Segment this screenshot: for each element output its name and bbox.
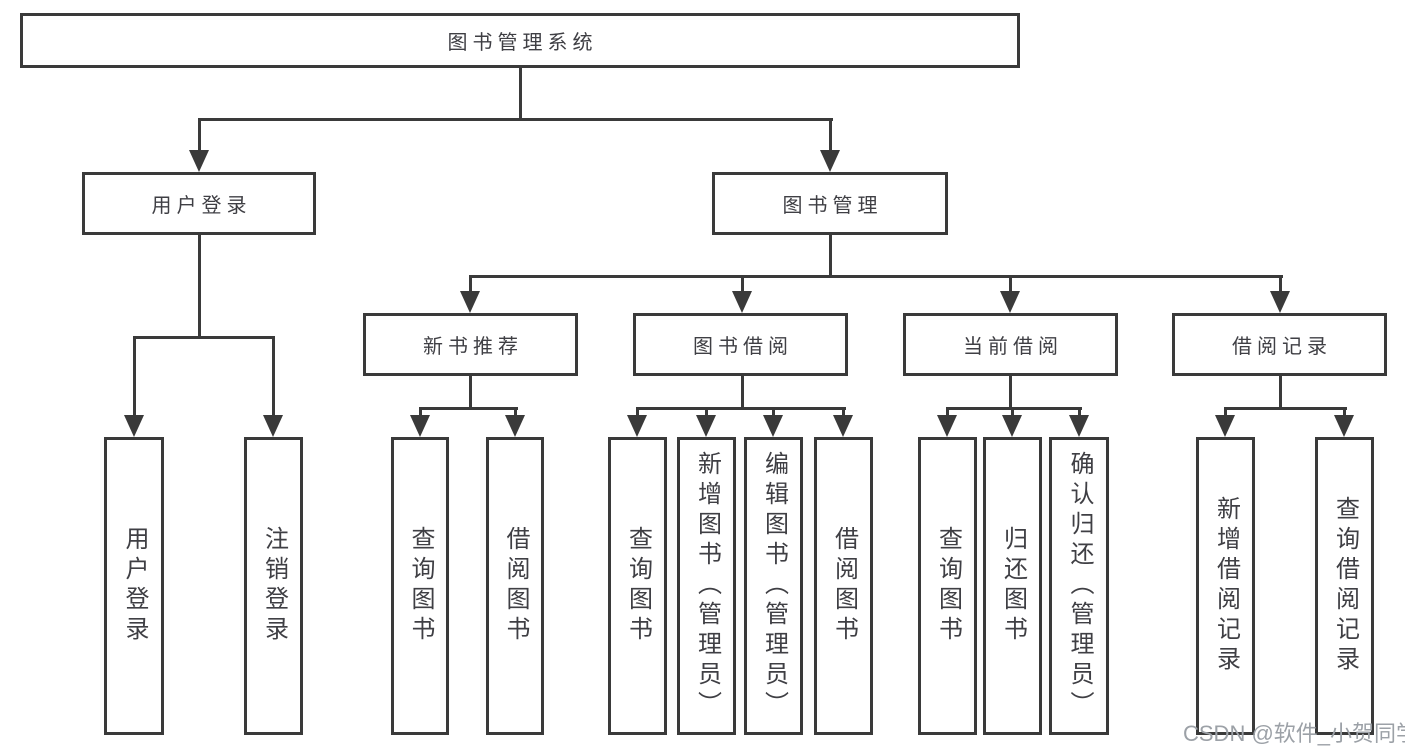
leaf-confirm-return-admin: 确认归还（管理员）: [1049, 437, 1109, 735]
connector-line: [1078, 407, 1081, 421]
leaf-query-books-borrow: 查询图书: [608, 437, 667, 735]
leaf-query-books-current-label: 查询图书: [934, 526, 962, 646]
arrow-down-icon: [833, 415, 853, 437]
arrow-down-icon: [1000, 291, 1020, 313]
connector-line: [1343, 407, 1346, 421]
node-book-borrow-label: 图书借阅: [693, 336, 793, 358]
connector-line: [636, 407, 639, 421]
node-current-borrow-label: 当前借阅: [963, 336, 1063, 358]
node-user-login: 用户登录: [82, 172, 316, 235]
connector-line: [133, 336, 136, 421]
connector-line: [1279, 275, 1282, 297]
leaf-query-books-recommend: 查询图书: [391, 437, 449, 735]
connector-line: [842, 407, 845, 421]
connector-line: [519, 68, 522, 121]
node-borrow-records: 借阅记录: [1172, 313, 1387, 376]
node-new-book-recommend: 新书推荐: [363, 313, 578, 376]
arrow-down-icon: [1215, 415, 1235, 437]
arrow-down-icon: [937, 415, 957, 437]
connector-line: [829, 118, 832, 156]
connector-line: [272, 336, 275, 421]
connector-line: [1224, 407, 1227, 421]
node-book-management: 图书管理: [712, 172, 948, 235]
connector-line: [946, 407, 949, 421]
csdn-watermark: CSDN @软件_小贺同学: [1183, 721, 1405, 746]
leaf-borrow-books: 借阅图书: [814, 437, 873, 735]
leaf-query-books-current: 查询图书: [918, 437, 977, 735]
leaf-add-book-admin-label: 新增图书（管理员）: [693, 451, 721, 721]
leaf-query-books-recommend-label: 查询图书: [407, 526, 434, 646]
leaf-edit-book-admin-label: 编辑图书（管理员）: [760, 451, 788, 721]
node-library-system-label: 图书管理系统: [447, 32, 598, 54]
leaf-query-borrow-record: 查询借阅记录: [1315, 437, 1374, 735]
connector-line: [1011, 407, 1014, 421]
arrow-down-icon: [696, 415, 716, 437]
connector-line: [1009, 275, 1012, 297]
connector-line: [705, 407, 708, 421]
arrow-down-icon: [1002, 415, 1022, 437]
arrow-down-icon: [1334, 415, 1354, 437]
arrow-down-icon: [763, 415, 783, 437]
leaf-logout: 注销登录: [244, 437, 303, 735]
node-user-login-label: 用户登录: [151, 195, 252, 217]
arrow-down-icon: [189, 150, 209, 172]
leaf-add-borrow-record-label: 新增借阅记录: [1212, 496, 1240, 676]
connector-line: [636, 407, 846, 410]
connector-line: [469, 376, 472, 410]
connector-line: [133, 336, 275, 339]
arrow-down-icon: [263, 415, 283, 437]
arrow-down-icon: [505, 415, 525, 437]
node-library-system: 图书管理系统: [20, 13, 1020, 68]
leaf-add-book-admin: 新增图书（管理员）: [677, 437, 736, 735]
arrow-down-icon: [1069, 415, 1089, 437]
connector-line: [198, 118, 201, 156]
leaf-borrow-books-label: 借阅图书: [830, 526, 858, 646]
connector-line: [198, 118, 833, 121]
node-borrow-records-label: 借阅记录: [1232, 336, 1332, 358]
connector-line: [1224, 407, 1347, 410]
connector-line: [514, 407, 517, 421]
connector-line: [772, 407, 775, 421]
connector-line: [1279, 376, 1282, 410]
leaf-user-login-label: 用户登录: [121, 526, 148, 646]
connector-line: [829, 235, 832, 278]
arrow-down-icon: [1270, 291, 1290, 313]
node-current-borrow: 当前借阅: [903, 313, 1118, 376]
leaf-query-books-borrow-label: 查询图书: [624, 526, 652, 646]
leaf-return-book-label: 归还图书: [999, 526, 1027, 646]
leaf-borrow-books-recommend: 借阅图书: [486, 437, 544, 735]
leaf-confirm-return-admin-label: 确认归还（管理员）: [1066, 451, 1093, 721]
connector-line: [469, 275, 1283, 278]
connector-line: [198, 235, 201, 339]
connector-line: [419, 407, 422, 421]
leaf-edit-book-admin: 编辑图书（管理员）: [744, 437, 803, 735]
node-book-management-label: 图书管理: [782, 195, 883, 217]
node-new-book-recommend-label: 新书推荐: [423, 336, 523, 358]
connector-line: [741, 376, 744, 410]
arrow-down-icon: [820, 150, 840, 172]
arrow-down-icon: [627, 415, 647, 437]
leaf-borrow-books-recommend-label: 借阅图书: [502, 526, 529, 646]
leaf-user-login: 用户登录: [104, 437, 164, 735]
connector-line: [1009, 376, 1012, 410]
leaf-logout-label: 注销登录: [260, 526, 288, 646]
connector-line: [946, 407, 1082, 410]
connector-line: [419, 407, 518, 410]
leaf-query-borrow-record-label: 查询借阅记录: [1331, 496, 1359, 676]
arrow-down-icon: [124, 415, 144, 437]
arrow-down-icon: [460, 291, 480, 313]
arrow-down-icon: [410, 415, 430, 437]
arrow-down-icon: [732, 291, 752, 313]
connector-line: [469, 275, 472, 297]
connector-line: [741, 275, 744, 297]
leaf-return-book: 归还图书: [983, 437, 1042, 735]
leaf-add-borrow-record: 新增借阅记录: [1196, 437, 1255, 735]
node-book-borrow: 图书借阅: [633, 313, 848, 376]
